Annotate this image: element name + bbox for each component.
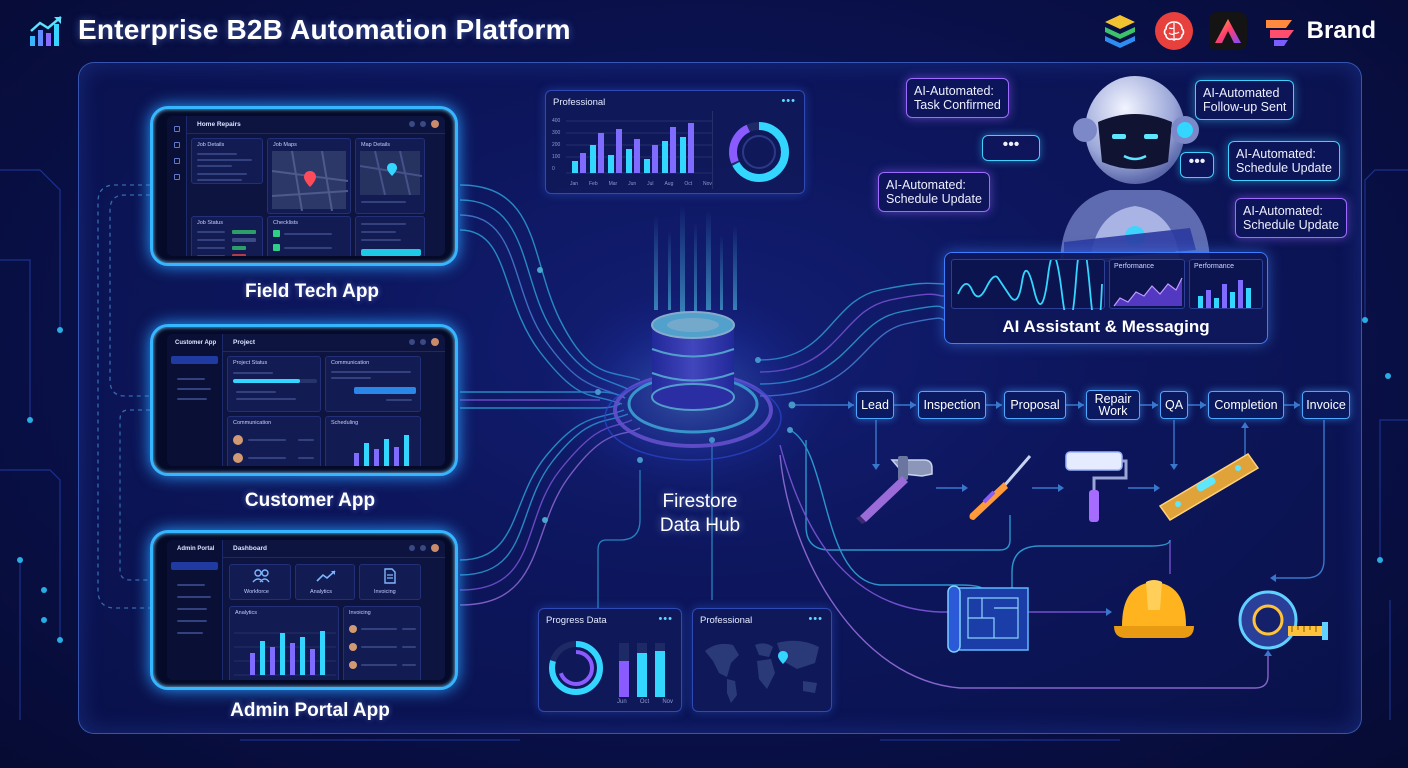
document-icon (384, 568, 396, 584)
performance-area-card: Performance (1109, 259, 1185, 309)
panel-title: Progress Data (546, 615, 607, 626)
phone-screen: Admin Portal Dashboard Workforce Analyti… (167, 540, 445, 680)
checklists-card[interactable]: Checklists (267, 216, 351, 256)
map-pin-icon (359, 150, 423, 196)
submit-button[interactable] (361, 249, 421, 256)
stage-inspection[interactable]: Inspection (918, 391, 986, 419)
scheduling-card[interactable]: Scheduling (325, 416, 421, 466)
layers-logo-icon (1101, 12, 1139, 50)
stage-proposal[interactable]: Proposal (1004, 391, 1066, 419)
customer-app-label: Customer App (244, 490, 376, 511)
database-icon (651, 311, 735, 411)
hard-hat-icon (1114, 580, 1194, 638)
trend-line-icon (316, 570, 336, 582)
stage-completion[interactable]: Completion (1208, 391, 1284, 419)
hammer-icon (856, 456, 933, 524)
stage-lead[interactable]: Lead (856, 391, 894, 419)
screwdriver-icon (969, 455, 1032, 520)
brand-logos: Brand (1101, 12, 1376, 50)
scheduling-bars (354, 435, 409, 466)
ai-bubble-schedule-2: AI-Automated:Schedule Update (1228, 141, 1340, 181)
hub-label: Firestore Data Hub (659, 491, 741, 536)
admin-phone[interactable]: Admin Portal Dashboard Workforce Analyti… (150, 530, 458, 690)
more-icon[interactable]: ••• (808, 613, 823, 625)
page-title: Enterprise B2B Automation Platform (78, 14, 571, 45)
job-details-card[interactable]: Job Details (191, 138, 263, 184)
panel-title: Professional (700, 615, 753, 626)
progress-ring (549, 641, 603, 695)
invoicing-list-card[interactable]: Invoicing (343, 606, 421, 680)
more-icon[interactable]: ••• (658, 613, 673, 625)
communication-list-card[interactable]: Communication (227, 416, 321, 466)
area-chart (1113, 277, 1183, 307)
analytics-bars (234, 631, 336, 676)
brand-name: Brand (1306, 17, 1376, 44)
hub-data-beams (654, 205, 737, 315)
triangle-logo-icon (1208, 12, 1247, 50)
field-tech-phone[interactable]: Home Repairs Job Details Job Maps Map De… (150, 106, 458, 266)
level-icon (1158, 453, 1260, 521)
phone-screen: Home Repairs Job Details Job Maps Map De… (167, 116, 445, 256)
customer-phone[interactable]: Customer App Project Project Status Comm… (150, 324, 458, 476)
screen-title: Project (233, 339, 256, 346)
ai-bubble-task-confirmed: AI-Automated:Task Confirmed (906, 78, 1009, 118)
customer-sidebar: Customer App (167, 334, 223, 466)
job-maps-card[interactable]: Job Maps (267, 138, 351, 214)
more-icon[interactable]: ••• (781, 95, 796, 107)
status-list-card[interactable] (355, 216, 425, 256)
performance-bars-card: Performance (1189, 259, 1263, 309)
admin-analytics-chart[interactable]: Analytics (229, 606, 339, 680)
professional-map-panel[interactable]: Professional ••• (692, 608, 832, 712)
trend-chart-icon (30, 16, 62, 46)
phone-screen: Customer App Project Project Status Comm… (167, 334, 445, 466)
performance-bars (1198, 280, 1251, 308)
communication-card[interactable]: Communication (325, 356, 421, 412)
typing-indicator: ••• (982, 135, 1040, 161)
admin-sidebar: Admin Portal (167, 540, 223, 680)
ai-panel-title: AI Assistant & Messaging (1002, 317, 1210, 336)
bar-chart (566, 120, 712, 174)
screen-title: Home Repairs (197, 121, 241, 128)
stage-qa[interactable]: QA (1160, 391, 1188, 419)
screen-title: Dashboard (233, 545, 267, 552)
world-map-icon (705, 640, 819, 703)
donut-chart (729, 122, 789, 182)
map-icon (271, 150, 349, 212)
analytics-card[interactable]: Analytics (295, 564, 355, 600)
brand-mark-icon (1263, 12, 1297, 50)
ai-bubble-schedule-3: AI-Automated:Schedule Update (1235, 198, 1347, 238)
admin-portal-app-label: Admin Portal App (230, 700, 390, 721)
paint-roller-icon (1065, 451, 1128, 522)
waveform-chart (957, 241, 1103, 335)
waveform-card (951, 241, 1105, 335)
panel-title: Professional (553, 97, 606, 108)
blueprint-icon (947, 585, 1029, 653)
brain-logo-icon (1154, 12, 1193, 50)
job-status-card[interactable]: Job Status (191, 216, 263, 256)
robot-icon (1060, 76, 1210, 262)
progress-bars (619, 643, 665, 697)
invoicing-card[interactable]: Invoicing (359, 564, 421, 600)
workforce-card[interactable]: Workforce (229, 564, 291, 600)
typing-indicator: ••• (1180, 152, 1214, 178)
map-details-card[interactable]: Map Details (355, 138, 425, 214)
tape-measure-icon (1238, 590, 1328, 650)
project-status-card[interactable]: Project Status (227, 356, 321, 412)
stage-invoice[interactable]: Invoice (1302, 391, 1350, 419)
people-icon (252, 569, 270, 583)
ai-bubble-schedule-1: AI-Automated:Schedule Update (878, 172, 990, 212)
ai-assistant-panel[interactable]: Performance Performance AI Assistant & M… (944, 241, 1268, 344)
field-tech-app-label: Field Tech App (244, 281, 380, 302)
